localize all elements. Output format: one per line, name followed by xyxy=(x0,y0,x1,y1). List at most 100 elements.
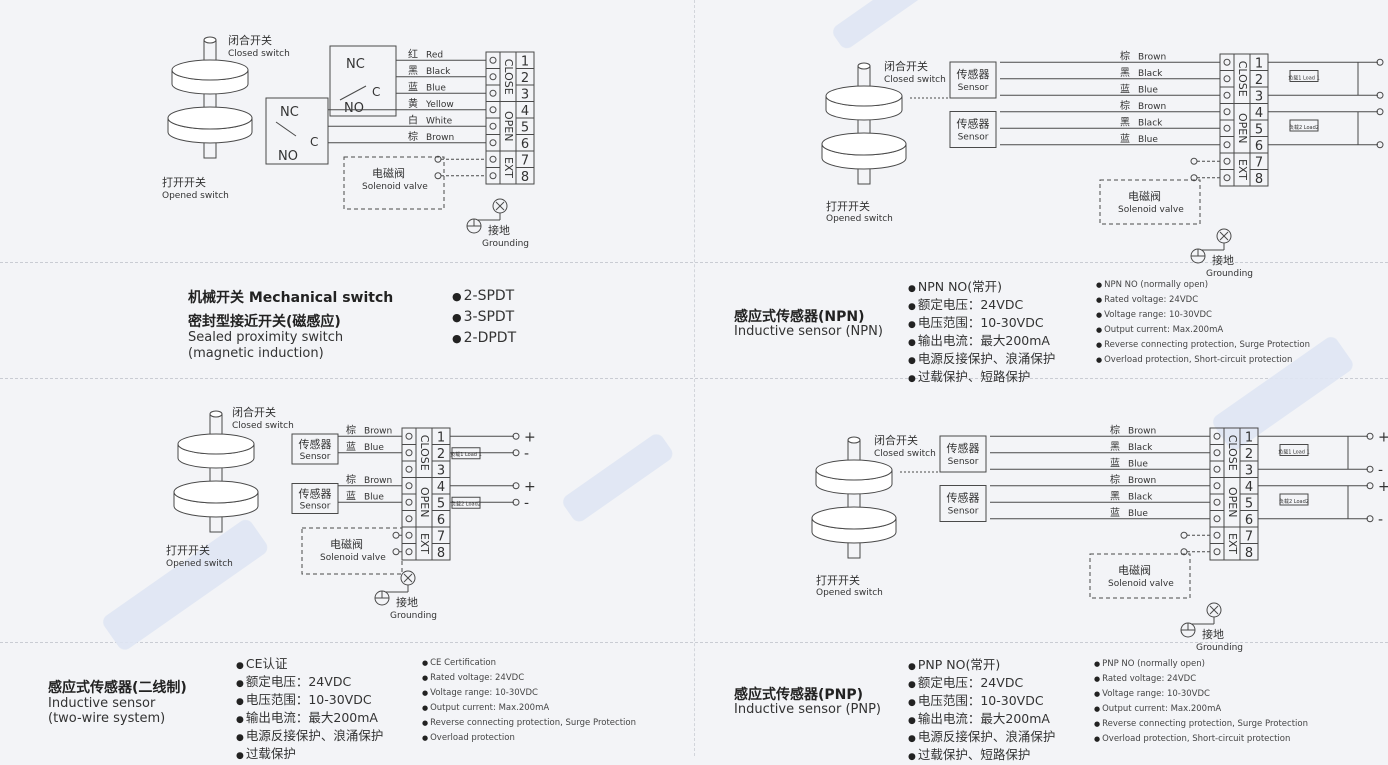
open-label: OPEN xyxy=(502,111,515,141)
wire-label-en: Brown xyxy=(1128,476,1156,486)
opened-switch-cn: 打开开关 xyxy=(162,175,206,189)
terminal-screw xyxy=(1213,449,1221,457)
terminal-number: 2 xyxy=(437,447,445,462)
sensor-label-cn: 传感器 xyxy=(947,492,980,505)
closed-switch-en: Closed switch xyxy=(884,75,946,85)
switch-2-contact xyxy=(275,121,297,137)
ground-label-en: Grounding xyxy=(482,239,529,249)
spec-item: 电源反接保护、浪涌保护 xyxy=(908,729,1056,747)
load-label: 负载1 Load 1 xyxy=(450,451,482,458)
spec-item: Reverse connecting protection, Surge Pro… xyxy=(1096,338,1310,353)
sensor-label-en: Sensor xyxy=(300,502,331,512)
divider-vertical xyxy=(694,0,695,756)
solenoid-valve-box xyxy=(343,156,445,210)
spec-item: 输出电流：最大200mA xyxy=(908,711,1055,729)
wire-label-en: Brown xyxy=(364,476,392,486)
opened-switch-en: Opened switch xyxy=(166,559,233,569)
terminal-number: 7 xyxy=(1245,529,1253,544)
switch-1-box xyxy=(329,45,397,117)
terminal-screw xyxy=(489,122,497,130)
wire-label-en: Black xyxy=(1128,443,1153,453)
ground-x xyxy=(1219,231,1229,241)
switch-1-nc: NC xyxy=(346,57,365,72)
terminal-screw xyxy=(1223,75,1231,83)
output-terminal xyxy=(1366,465,1374,473)
terminal-number: 1 xyxy=(437,430,445,445)
two-wire-subtitle-1: Inductive sensor xyxy=(48,696,156,711)
option-item: 2-DPDT xyxy=(452,328,517,349)
wire-label-en: Brown xyxy=(426,133,454,143)
wire-label-en: Blue xyxy=(1138,85,1158,95)
wire-label-cn: 黄 xyxy=(408,97,418,110)
wire-label-en: Black xyxy=(1138,118,1163,128)
terminal-screw xyxy=(1213,482,1221,490)
wire-label-cn: 蓝 xyxy=(346,490,356,502)
rod-top xyxy=(203,36,217,44)
spec-item: Voltage range: 10-30VDC xyxy=(1096,308,1310,323)
terminal-screw xyxy=(405,449,413,457)
terminal-screw xyxy=(489,89,497,97)
output-terminal xyxy=(512,498,520,506)
spec-item: 过载保护 xyxy=(236,746,383,764)
opened-switch-en: Opened switch xyxy=(826,214,893,224)
wire-label-cn: 红 xyxy=(408,47,418,60)
terminal-number: 3 xyxy=(437,463,445,478)
terminal-screw xyxy=(1213,465,1221,473)
mechanical-title: 机械开关 Mechanical switch xyxy=(188,290,394,306)
spec-item: Output current: Max.200mA xyxy=(422,701,636,716)
solenoid-valve-box xyxy=(1089,553,1191,599)
sealed-subtitle-2: (magnetic induction) xyxy=(188,346,324,361)
spec-item: Overload protection xyxy=(422,731,636,746)
wire-label-cn: 棕 xyxy=(1110,423,1120,436)
spec-item: 电源反接保护、浪涌保护 xyxy=(908,351,1056,369)
spec-item: Voltage range: 10-30VDC xyxy=(1094,687,1308,702)
terminal-screw xyxy=(1223,108,1231,116)
ground-label-en: Grounding xyxy=(390,611,437,621)
terminal-number: 6 xyxy=(1255,139,1263,154)
sensor-box xyxy=(291,483,339,514)
terminal-number: 6 xyxy=(1245,513,1253,528)
wire-label-cn: 蓝 xyxy=(346,441,356,453)
minus-sign: - xyxy=(1378,512,1383,528)
npn-cn-list: NPN NO(常开) 额定电压：24VDC 电压范围：10-30VDC 输出电流… xyxy=(908,279,1056,387)
valve-label-cn: 电磁阀 xyxy=(372,166,405,180)
closed-switch-en: Closed switch xyxy=(232,421,294,431)
plus-sign: + xyxy=(1378,479,1388,495)
wire-label-cn: 黑 xyxy=(1110,441,1120,453)
wire-label-en: Blue xyxy=(1128,509,1148,519)
spec-item: 过载保护、短路保护 xyxy=(908,369,1055,387)
terminal-screw xyxy=(405,432,413,440)
load-label: 负载1 Load 1 xyxy=(1288,75,1320,82)
rod-top xyxy=(857,62,871,70)
opened-switch-cn: 打开开关 xyxy=(816,573,860,587)
spec-item: 过载保护、短路保护 xyxy=(908,747,1055,765)
wire-label-cn: 蓝 xyxy=(408,81,418,93)
load-box xyxy=(1289,70,1319,82)
spec-item: 电压范围：10-30VDC xyxy=(908,315,1055,333)
terminal-screw xyxy=(1213,498,1221,506)
wire-label-en: Brown xyxy=(1138,52,1166,62)
spec-item: CE Certification xyxy=(422,656,636,671)
plus-sign: + xyxy=(1378,429,1388,445)
terminal-number: 8 xyxy=(437,546,445,561)
two-wire-cn-list: CE认证 额定电压：24VDC 电压范围：10-30VDC 输出电流：最大200… xyxy=(236,656,384,764)
closed-switch-cn: 闭合开关 xyxy=(884,59,928,73)
wire-label-cn: 蓝 xyxy=(1110,507,1120,519)
sensor-label-en: Sensor xyxy=(300,452,331,462)
closed-switch-cn: 闭合开关 xyxy=(232,405,276,419)
terminal-number: 4 xyxy=(1245,480,1253,495)
switch-1-contact xyxy=(339,85,367,101)
terminal-number: 5 xyxy=(1245,496,1253,511)
close-label: CLOSE xyxy=(418,435,431,471)
watermark-shape xyxy=(1213,337,1353,450)
float-lower-top xyxy=(811,506,897,530)
spec-item: 电源反接保护、浪涌保护 xyxy=(236,728,384,746)
wire-label-en: Blue xyxy=(364,443,384,453)
spec-item: PNP NO(常开) xyxy=(908,657,1055,675)
spec-item: 电压范围：10-30VDC xyxy=(236,692,383,710)
terminal-number: 6 xyxy=(521,137,529,152)
